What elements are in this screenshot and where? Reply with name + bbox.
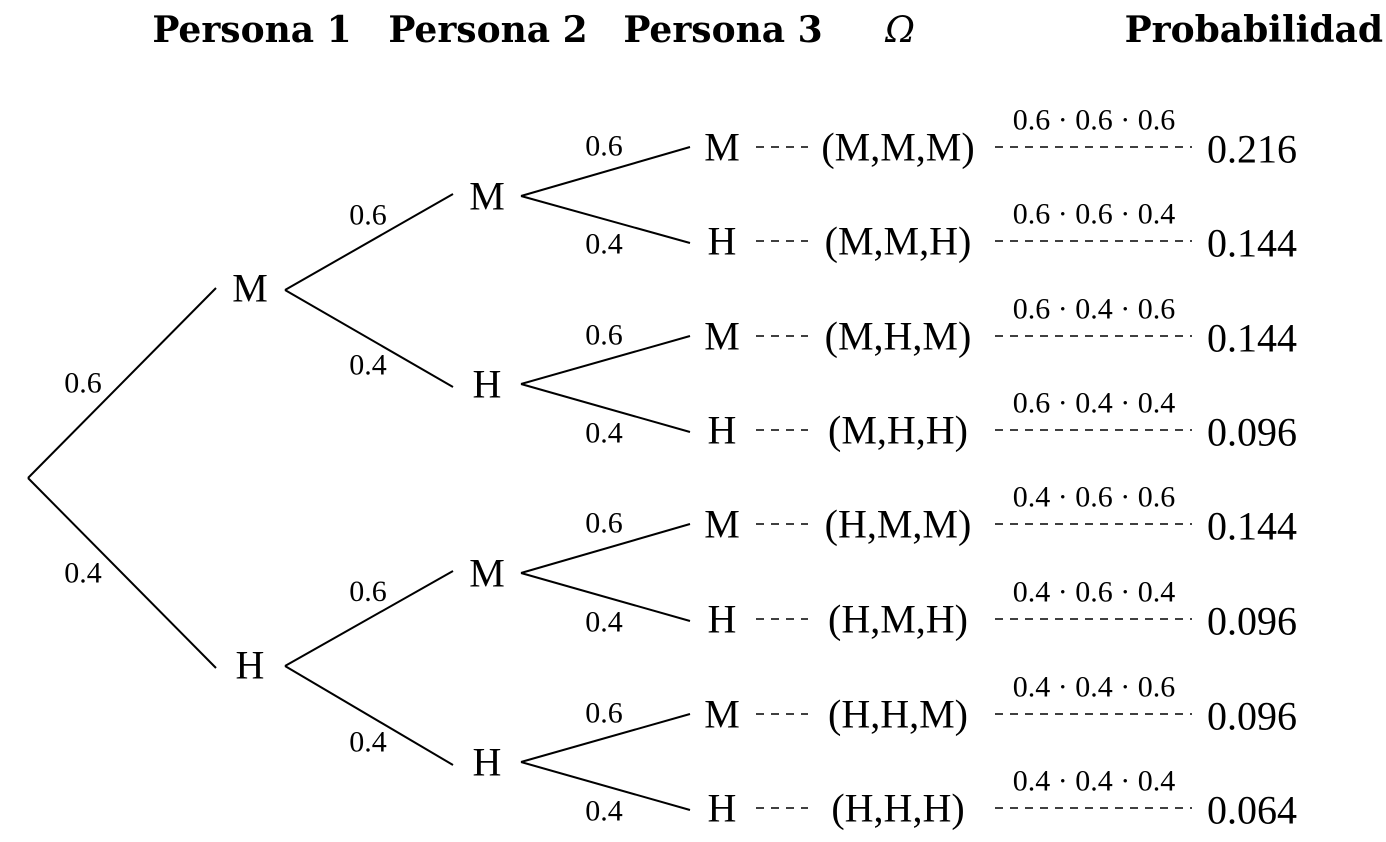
- edge-persona2-to-persona3: [520, 572, 691, 622]
- edge-persona2-to-persona3: [520, 335, 691, 385]
- node-persona3-h: H: [708, 408, 737, 453]
- branch-prob-label: 0.4: [585, 417, 623, 450]
- header-persona-2: Persona 2: [388, 9, 587, 51]
- outcome-tuple: (M,M,M): [821, 125, 974, 170]
- edge-persona1-to-persona2: [284, 665, 454, 766]
- node-persona3-m: M: [704, 502, 740, 547]
- outcome-probability-value: 0.144: [1207, 316, 1297, 361]
- probability-product-expression: 0.6 · 0.6 · 0.4: [1013, 198, 1175, 231]
- node-persona1-m: M: [232, 266, 268, 311]
- header-sample-space: Ω: [884, 10, 915, 51]
- edge-persona2-to-persona3: [520, 146, 691, 197]
- edge-persona2-to-persona3: [520, 383, 691, 433]
- edge-persona2-to-persona3: [520, 761, 691, 811]
- tree-edges: [27, 146, 1192, 811]
- branch-prob-label: 0.6: [64, 367, 102, 400]
- branch-prob-label: 0.6: [585, 130, 623, 163]
- branch-prob-label: 0.4: [349, 349, 387, 382]
- node-persona3-m: M: [704, 692, 740, 737]
- node-persona1-h: H: [236, 643, 265, 688]
- node-persona2-h: H: [473, 740, 502, 785]
- outcome-probability-value: 0.096: [1207, 410, 1297, 455]
- edge-persona2-to-persona3: [520, 195, 691, 244]
- node-persona3-m: M: [704, 125, 740, 170]
- probability-product-expression: 0.4 · 0.6 · 0.6: [1013, 481, 1175, 514]
- probability-product-expression: 0.6 · 0.4 · 0.6: [1013, 293, 1175, 326]
- branch-prob-label: 0.4: [585, 606, 623, 639]
- node-persona2-h: H: [473, 362, 502, 407]
- edge-persona2-to-persona3: [520, 713, 691, 763]
- probability-product-expression: 0.6 · 0.6 · 0.6: [1013, 104, 1175, 137]
- node-persona3-m: M: [704, 314, 740, 359]
- edge-root-to-persona1-m: [27, 287, 217, 479]
- outcome-probability-value: 0.096: [1207, 599, 1297, 644]
- outcome-tuple: (M,M,H): [825, 219, 972, 264]
- branch-prob-label: 0.6: [585, 697, 623, 730]
- probability-product-expression: 0.6 · 0.4 · 0.4: [1013, 387, 1175, 420]
- edge-persona1-to-persona2: [284, 570, 454, 667]
- outcome-tuple: (H,H,M): [828, 692, 968, 737]
- node-persona2-m: M: [469, 174, 505, 219]
- outcome-tuple: (H,M,M): [825, 502, 972, 547]
- edge-persona2-to-persona3: [520, 523, 691, 574]
- probability-product-expression: 0.4 · 0.4 · 0.4: [1013, 765, 1175, 798]
- header-probability: Probabilidad: [1125, 9, 1383, 51]
- branch-prob-label: 0.6: [585, 319, 623, 352]
- outcome-tuple: (M,H,H): [828, 408, 968, 453]
- node-persona3-h: H: [708, 597, 737, 642]
- branch-prob-label: 0.6: [349, 575, 387, 608]
- outcome-probability-value: 0.144: [1207, 221, 1297, 266]
- branch-prob-label: 0.4: [349, 726, 387, 759]
- outcome-tuple: (H,H,H): [831, 786, 964, 831]
- branch-prob-label: 0.6: [349, 199, 387, 232]
- edge-persona1-to-persona2: [284, 289, 454, 388]
- header-persona-3: Persona 3: [623, 9, 822, 51]
- node-persona3-h: H: [708, 786, 737, 831]
- outcome-probability-value: 0.096: [1207, 694, 1297, 739]
- branch-prob-label: 0.6: [585, 507, 623, 540]
- edge-persona1-to-persona2: [284, 193, 454, 291]
- outcome-tuple: (H,M,H): [828, 597, 968, 642]
- edge-root-to-persona1-h: [27, 477, 217, 669]
- probability-product-expression: 0.4 · 0.4 · 0.6: [1013, 671, 1175, 704]
- node-persona2-m: M: [469, 551, 505, 596]
- outcome-tuple: (M,H,M): [825, 314, 972, 359]
- branch-prob-label: 0.4: [64, 557, 102, 590]
- outcome-probability-value: 0.216: [1207, 127, 1297, 172]
- header-persona-1: Persona 1: [152, 9, 351, 51]
- probability-product-expression: 0.4 · 0.6 · 0.4: [1013, 576, 1175, 609]
- branch-prob-label: 0.4: [585, 795, 623, 828]
- node-persona3-h: H: [708, 219, 737, 264]
- branch-prob-label: 0.4: [585, 228, 623, 261]
- outcome-probability-value: 0.064: [1207, 788, 1297, 833]
- outcome-probability-value: 0.144: [1207, 504, 1297, 549]
